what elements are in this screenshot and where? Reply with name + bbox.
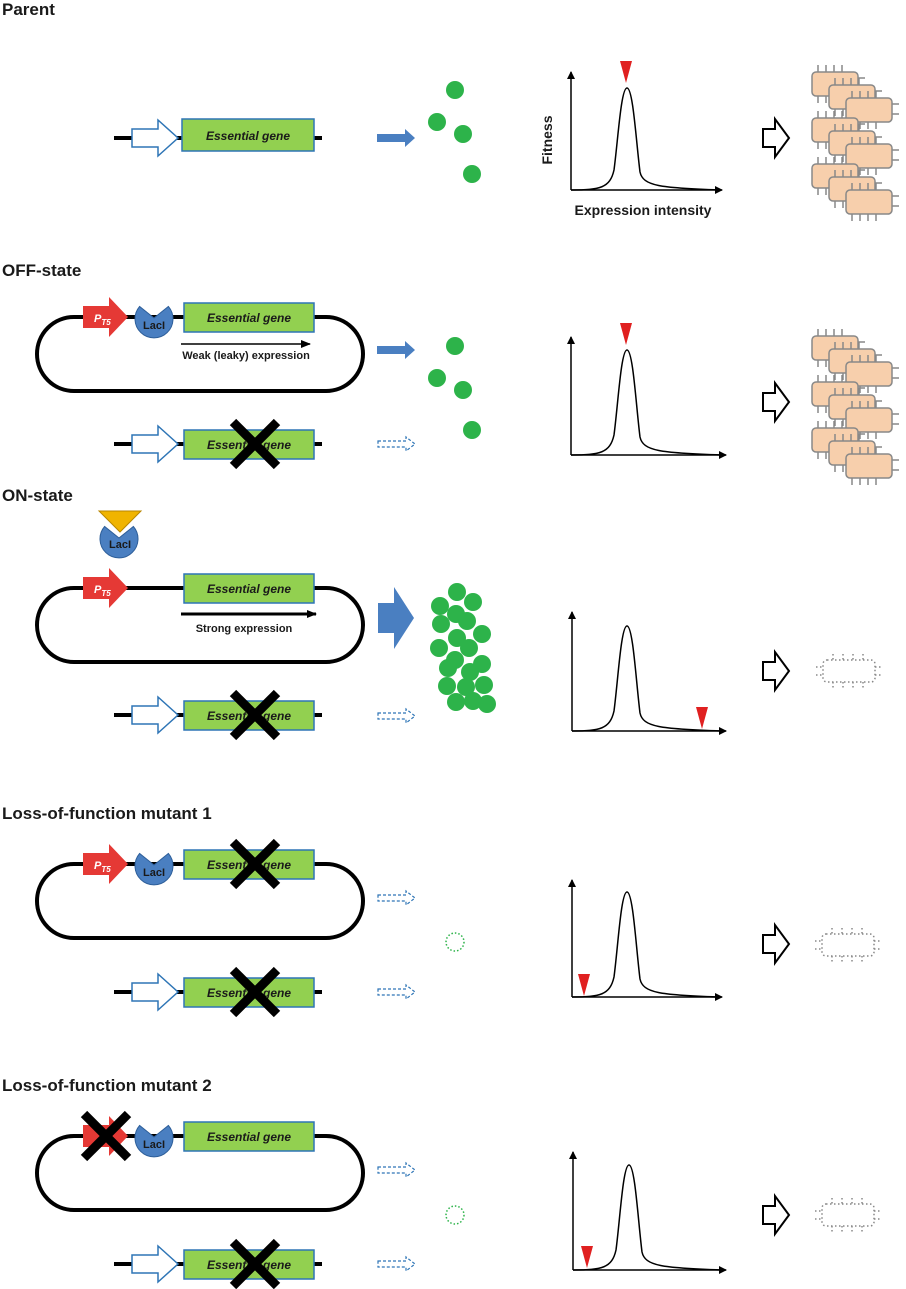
plasmid: PT5 LacI Essential gene Weak (leaky) exp… <box>35 297 365 393</box>
essential-gene-box <box>181 118 315 152</box>
red-arrow-icon <box>83 568 128 608</box>
fitness-curve <box>568 879 723 1001</box>
plasmid: PT5 LacI Essential gene <box>35 842 365 940</box>
panel-title: Loss-of-function mutant 2 <box>2 1076 212 1095</box>
dashed-arrow-icon <box>377 1162 416 1178</box>
red-arrow-icon <box>83 297 128 337</box>
red-arrow-icon <box>83 844 128 884</box>
marker-triangle-icon <box>578 974 590 996</box>
repressor-label: LacI <box>143 320 165 332</box>
marker-triangle-icon <box>620 61 632 83</box>
free-repressor: LacI <box>97 510 143 559</box>
dotted-cell-icon <box>815 653 883 689</box>
protein-dots <box>430 583 496 713</box>
cell-cluster-icon <box>811 328 900 486</box>
triangle-icon <box>97 510 143 533</box>
essential-gene-box <box>183 1121 315 1152</box>
panel-lof-mutant-1: Loss-of-function mutant 1 PT5 LacI Essen… <box>2 804 882 1014</box>
repressor-label: LacI <box>143 1139 165 1151</box>
marker-triangle-icon <box>696 707 708 729</box>
panel-off-state: OFF-state PT5 LacI Essential gene Weak (… <box>2 261 900 486</box>
dashed-arrow-icon <box>377 890 416 906</box>
block-arrow-icon <box>762 651 790 691</box>
block-arrow-icon <box>762 118 790 158</box>
repressor-label: LacI <box>143 867 165 879</box>
panel-on-state: ON-state LacI PT5 Essential gene Strong … <box>2 486 883 737</box>
panel-title: OFF-state <box>2 261 81 280</box>
marker-triangle-icon <box>620 323 632 345</box>
dotted-cell-icon <box>814 927 882 963</box>
promoter-label: PT5 <box>94 860 111 874</box>
block-arrow-icon <box>762 1195 790 1235</box>
genome-construct: Essential gene <box>114 422 322 466</box>
hollow-arrow-icon <box>131 696 179 734</box>
blue-arrow-icon <box>377 129 415 147</box>
protein-dots <box>428 81 481 183</box>
empty-protein-icon <box>445 932 465 952</box>
fitness-curve: Fitness Expression intensity <box>539 61 723 218</box>
genome-construct: Essential gene <box>114 118 322 157</box>
dashed-arrow-icon <box>377 1256 416 1272</box>
promoter-label: PT5 <box>94 584 111 598</box>
essential-gene-label: Essential gene <box>207 1130 291 1144</box>
essential-gene-box <box>183 573 315 604</box>
empty-protein-icon <box>445 1205 465 1225</box>
dashed-arrow-icon <box>377 984 416 1000</box>
plasmid: PT5 Essential gene Strong expression <box>35 568 365 664</box>
block-arrow-icon <box>762 382 790 422</box>
cell-cluster-icon <box>811 64 900 222</box>
panel-parent: Parent Essential gene Fitness Expression… <box>2 0 900 222</box>
essential-gene-label: Essential gene <box>206 129 290 143</box>
blue-arrow-icon <box>377 341 415 359</box>
plasmid: LacI Essential gene <box>35 1114 365 1212</box>
dashed-arrow-icon <box>377 708 416 724</box>
repressor-label: LacI <box>109 539 131 551</box>
hollow-arrow-icon <box>131 1245 179 1283</box>
essential-gene-label: Essential gene <box>207 582 291 596</box>
marker-triangle-icon <box>581 1246 593 1268</box>
x-axis-label: Expression intensity <box>575 202 712 218</box>
panel-title: ON-state <box>2 486 73 505</box>
hollow-arrow-icon <box>131 425 179 463</box>
blue-arrow-icon <box>378 587 414 649</box>
expression-label: Weak (leaky) expression <box>182 350 310 362</box>
essential-gene-box <box>183 302 315 333</box>
block-arrow-icon <box>762 924 790 964</box>
genome-construct: Essential gene <box>114 693 322 737</box>
essential-gene-label: Essential gene <box>207 311 291 325</box>
expression-label: Strong expression <box>196 623 293 635</box>
fitness-curve <box>568 611 727 735</box>
dashed-arrow-icon <box>377 436 416 452</box>
genome-construct: Essential gene <box>114 970 322 1014</box>
fitness-curve <box>567 323 727 459</box>
hollow-arrow-icon <box>131 973 179 1011</box>
hollow-arrow-icon <box>131 119 179 157</box>
fitness-curve <box>569 1151 727 1274</box>
genome-construct: Essential gene <box>114 1242 322 1286</box>
y-axis-label: Fitness <box>539 115 555 164</box>
protein-dots <box>428 337 481 439</box>
promoter-label: PT5 <box>94 313 111 327</box>
panel-title: Loss-of-function mutant 1 <box>2 804 212 823</box>
panel-lof-mutant-2: Loss-of-function mutant 2 LacI Essential… <box>2 1076 882 1286</box>
panel-title: Parent <box>2 0 55 19</box>
dotted-cell-icon <box>814 1197 882 1233</box>
